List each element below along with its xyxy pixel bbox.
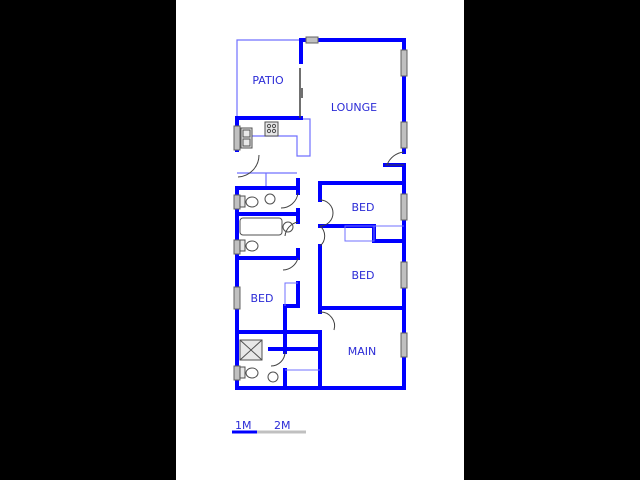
room-label-lounge: LOUNGE xyxy=(331,101,377,114)
patio-outline xyxy=(236,39,301,118)
scale-label-1m: 1M xyxy=(235,419,252,432)
room-label-bed-2: BED xyxy=(352,269,375,282)
floor-plan-canvas: PATIO LOUNGE BED BED BED MAIN 1M 2M xyxy=(176,0,464,480)
windows xyxy=(233,36,408,381)
room-label-main: MAIN xyxy=(348,345,377,358)
room-label-bed-3: BED xyxy=(251,292,274,305)
fixtures xyxy=(239,121,294,383)
room-label-bed-1: BED xyxy=(352,201,375,214)
walls xyxy=(235,38,406,390)
kitchen-counter xyxy=(237,118,311,188)
doors xyxy=(237,151,405,367)
room-label-patio: PATIO xyxy=(252,74,284,87)
sliding-door xyxy=(299,68,303,118)
scale-bar: 1M 2M xyxy=(232,419,306,434)
scale-label-2m: 2M xyxy=(274,419,291,432)
interior-outlines xyxy=(284,225,404,371)
